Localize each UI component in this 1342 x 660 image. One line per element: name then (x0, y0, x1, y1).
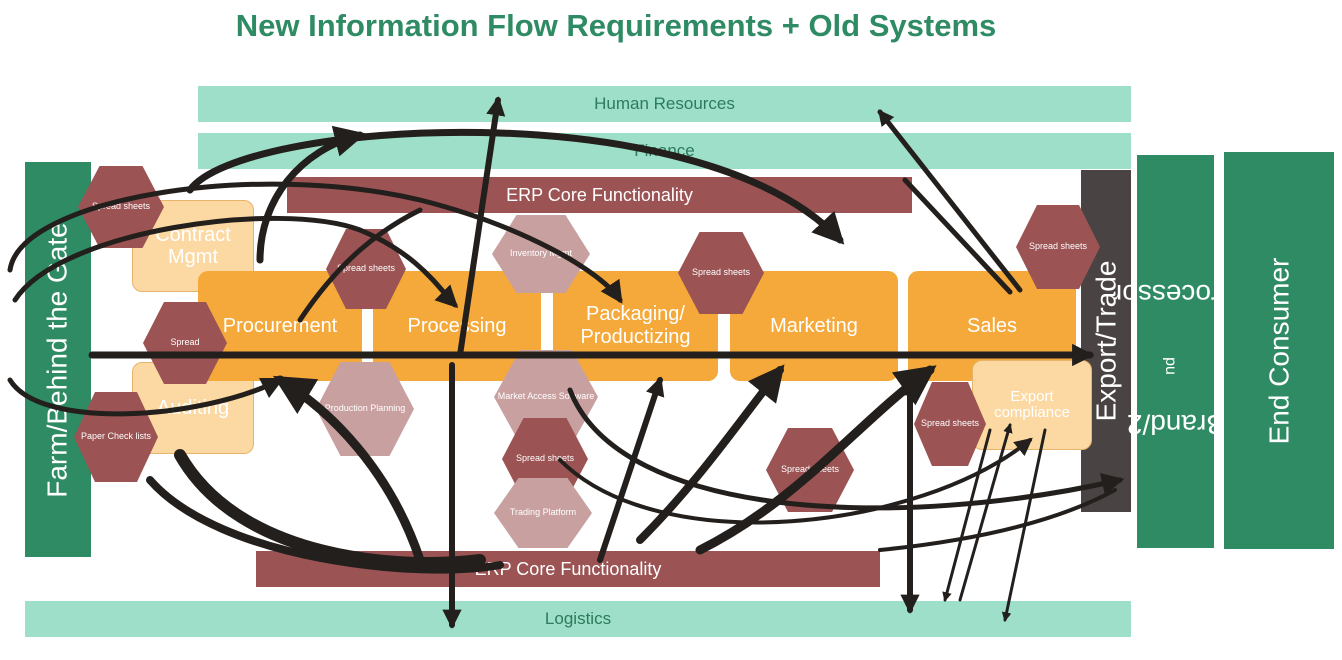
arrow-audit-swoop-2 (146, 476, 504, 574)
hex-production-planning: Production Planning (316, 362, 414, 456)
band-logistics: Logistics (25, 601, 1131, 637)
erp-core-top: ERP Core Functionality (287, 177, 912, 213)
vertical-farm-behind-gate: Farm/Behind the Gate (25, 162, 91, 557)
stage-procurement: Procurement (198, 271, 362, 381)
arrow-audit-swoop (174, 449, 486, 569)
band-human-resources: Human Resources (198, 86, 1131, 122)
arrow-sales-to-hr (877, 109, 1023, 293)
arrow-spreadsheet-to-export (558, 437, 1033, 525)
arrow-loop-left-1 (7, 181, 623, 304)
arrow-production-to-procurement (273, 375, 425, 565)
arrow-to-hr (457, 96, 506, 358)
hex-paper-checklists: Paper Check lists (74, 392, 158, 482)
arrow-export-down (942, 428, 992, 602)
diagram-title: New Information Flow Requirements + Old … (235, 8, 997, 43)
arrow-loop-left-2 (12, 215, 459, 309)
arrow-export-up (958, 423, 1013, 602)
arrow-loop-hr (256, 125, 367, 264)
arrow-up-packaging (597, 376, 665, 563)
arrow-loop-top (186, 128, 845, 245)
arrow-procurement-up (297, 207, 423, 323)
arrow-export-down-2 (1001, 428, 1047, 622)
arrow-sales-to-erp (902, 177, 1013, 295)
stage-marketing: Marketing (730, 271, 898, 381)
box-export-compliance: Export compliance (972, 360, 1092, 450)
vertical-brand-processor: Brand/2nd Processor (1112, 155, 1239, 548)
erp-core-bottom: ERP Core Functionality (256, 551, 880, 587)
hex-spreadsheets-8: Spread sheets (1016, 205, 1100, 289)
arrow-loop-left-3 (7, 377, 285, 417)
arrow-up-marketing (636, 364, 785, 544)
vertical-end-consumer: End Consumer (1224, 152, 1334, 549)
arrow-market-to-export (567, 387, 1125, 511)
